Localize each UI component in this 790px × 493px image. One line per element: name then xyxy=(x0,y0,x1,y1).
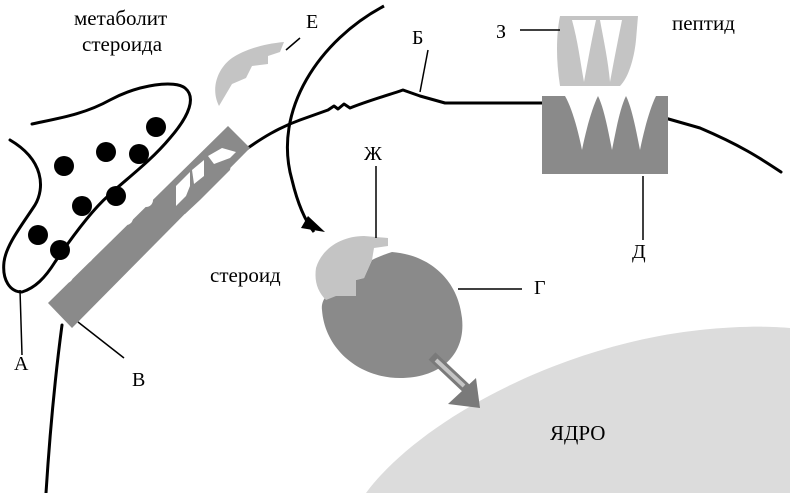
cell-a-outline xyxy=(2,82,192,294)
label-e: Е xyxy=(306,11,318,33)
label-steroid-metabolite-line1: метаболит xyxy=(74,6,167,30)
label-z: З xyxy=(496,21,506,43)
label-peptide: пептид xyxy=(672,11,735,35)
entry-arrow-head xyxy=(301,216,325,232)
vesicle xyxy=(72,196,92,216)
leader-lines xyxy=(19,29,644,359)
label-g: Г xyxy=(534,277,546,299)
label-zh: Ж xyxy=(364,143,382,165)
label-steroid: стероид xyxy=(210,263,281,287)
receptor-bar-v xyxy=(48,126,250,328)
vesicle xyxy=(129,144,149,164)
label-b: Б xyxy=(412,27,423,49)
steroid-zh xyxy=(315,236,388,300)
steroid-receptor-g xyxy=(321,252,463,378)
vesicle xyxy=(50,240,70,260)
vesicle xyxy=(146,117,166,137)
label-nucleus: ЯДРО xyxy=(550,421,605,445)
vesicles xyxy=(28,117,166,260)
steroid-metabolite-e xyxy=(215,42,284,106)
label-d: Д xyxy=(632,241,646,263)
vesicle xyxy=(106,186,126,206)
vesicle xyxy=(54,156,74,176)
label-v: В xyxy=(132,369,145,391)
entry-arrow xyxy=(286,4,385,233)
peptide-z xyxy=(557,16,638,86)
nucleus-arrow-head xyxy=(448,378,480,408)
vesicle xyxy=(96,142,116,162)
vesicle xyxy=(28,225,48,245)
peptide-receptor-d xyxy=(542,96,668,174)
label-steroid-metabolite-line2: стероида xyxy=(82,32,163,56)
nucleus xyxy=(366,326,790,493)
cell-membrane xyxy=(44,88,783,493)
label-a: А xyxy=(14,353,29,375)
